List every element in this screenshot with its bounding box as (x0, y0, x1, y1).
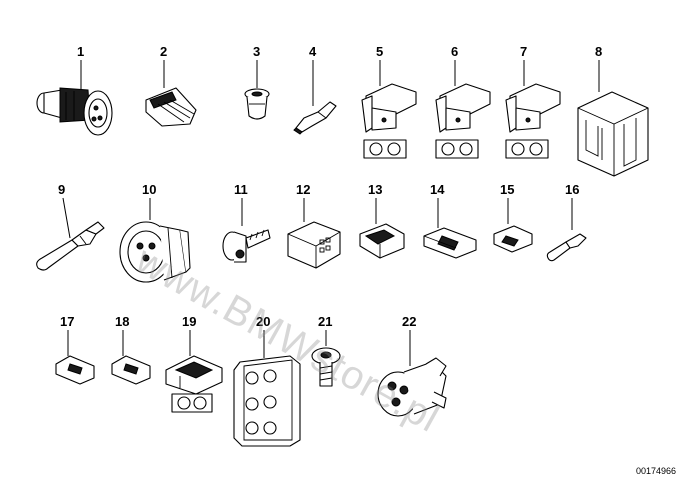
document-number: 00174966 (635, 466, 676, 476)
part-18[interactable]: 18 (111, 314, 151, 385)
part-17-drawing (55, 355, 95, 385)
part-1-drawing (36, 87, 113, 136)
part-15[interactable]: 15 (493, 182, 533, 253)
part-2-drawing (145, 87, 197, 127)
part-6-drawing (435, 83, 491, 159)
part-5[interactable]: 5 (361, 44, 417, 159)
part-21-drawing (311, 347, 341, 387)
part-11-label: 11 (234, 182, 248, 197)
part-22-label: 22 (402, 314, 416, 329)
part-13[interactable]: 13 (359, 182, 405, 259)
part-3-drawing (244, 88, 270, 120)
part-5-label: 5 (376, 44, 383, 59)
part-5-drawing (361, 83, 417, 159)
part-8-drawing (577, 91, 649, 177)
part-1-label: 1 (77, 44, 84, 59)
part-16[interactable]: 16 (546, 182, 587, 262)
part-8-label: 8 (595, 44, 602, 59)
part-9[interactable]: 9 (36, 182, 105, 271)
part-7-label: 7 (520, 44, 527, 59)
part-4[interactable]: 4 (293, 44, 337, 135)
part-21-label: 21 (318, 314, 332, 329)
part-22-drawing (377, 357, 447, 417)
part-6[interactable]: 6 (435, 44, 491, 159)
part-13-label: 13 (368, 182, 382, 197)
part-18-drawing (111, 355, 151, 385)
part-10[interactable]: 10 (119, 182, 191, 283)
part-12[interactable]: 12 (287, 182, 341, 269)
part-2-label: 2 (160, 44, 167, 59)
part-6-label: 6 (451, 44, 458, 59)
part-1[interactable]: 1 (36, 44, 113, 136)
part-17-label: 17 (60, 314, 74, 329)
part-4-label: 4 (309, 44, 317, 59)
part-15-drawing (493, 225, 533, 253)
part-18-label: 18 (115, 314, 129, 329)
part-4-drawing (293, 101, 337, 135)
part-14[interactable]: 14 (423, 182, 477, 259)
part-10-drawing (119, 221, 191, 283)
part-16-label: 16 (565, 182, 579, 197)
part-20-drawing (233, 355, 301, 447)
part-19[interactable]: 19 (165, 314, 223, 413)
part-21[interactable]: 21 (311, 314, 341, 387)
part-12-label: 12 (296, 182, 310, 197)
part-14-label: 14 (430, 182, 445, 197)
part-7-drawing (505, 83, 561, 159)
part-9-label: 9 (58, 182, 65, 197)
part-17[interactable]: 17 (55, 314, 95, 385)
part-19-drawing (165, 355, 223, 413)
part-10-label: 10 (142, 182, 156, 197)
part-16-drawing (546, 233, 587, 262)
part-15-label: 15 (500, 182, 514, 197)
part-2[interactable]: 2 (145, 44, 197, 127)
part-8[interactable]: 8 (577, 44, 649, 177)
part-20[interactable]: 20 (233, 314, 301, 447)
part-11[interactable]: 11 (222, 182, 271, 263)
part-14-drawing (423, 227, 477, 259)
part-13-drawing (359, 223, 405, 259)
part-7[interactable]: 7 (505, 44, 561, 159)
part-3[interactable]: 3 (244, 44, 270, 120)
part-19-label: 19 (182, 314, 196, 329)
part-20-label: 20 (256, 314, 270, 329)
part-12-drawing (287, 221, 341, 269)
part-11-drawing (222, 229, 271, 263)
part-9-drawing (36, 221, 105, 271)
part-22[interactable]: 22 (377, 314, 447, 417)
part-3-label: 3 (253, 44, 260, 59)
part-9-leader (62, 197, 71, 239)
